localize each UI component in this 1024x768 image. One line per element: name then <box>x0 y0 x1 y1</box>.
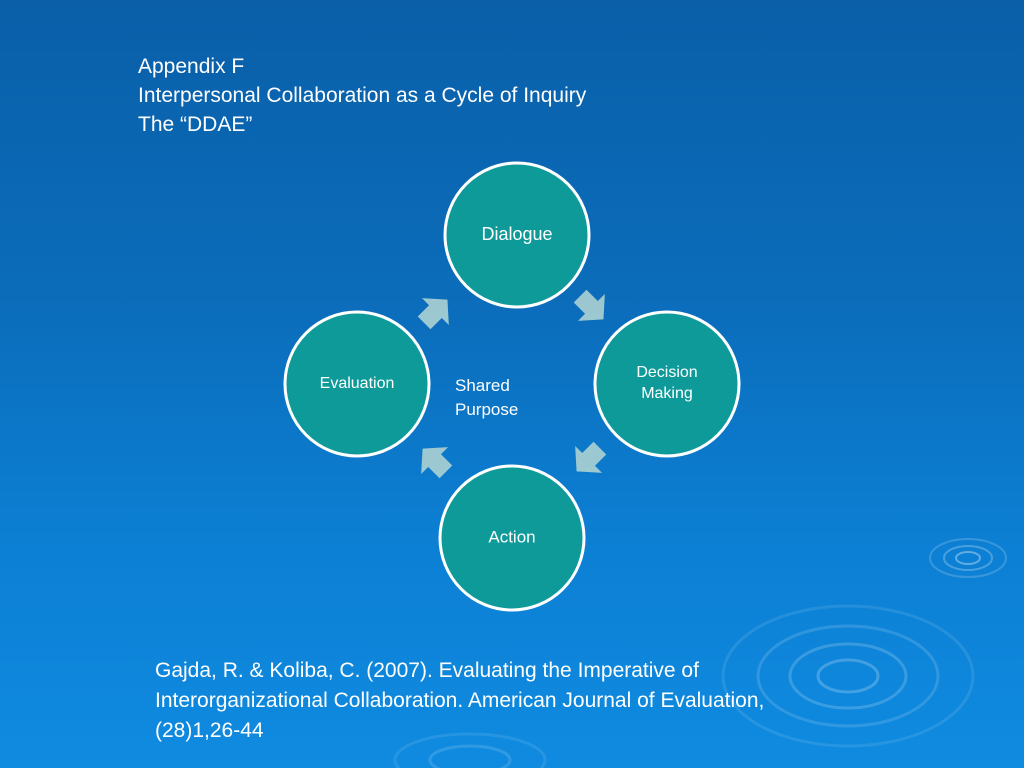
page-subtitle: The “DDAE” <box>138 113 253 136</box>
slide-header: Appendix F Interpersonal Collaboration a… <box>138 52 586 139</box>
node-action-label: Action <box>488 527 535 546</box>
node-dialogue: Dialogue <box>443 161 591 309</box>
node-decision-label-line2: Making <box>641 385 693 402</box>
citation: Gajda, R. & Koliba, C. (2007). Evaluatin… <box>155 656 935 746</box>
node-decision-label-line1: Decision <box>636 364 697 381</box>
citation-line-2: Interorganizational Collaboration. Ameri… <box>155 689 765 712</box>
arrow-decision-to-action <box>575 441 607 473</box>
node-action: Action <box>438 464 586 612</box>
node-decision-making: Decision Making <box>593 310 741 458</box>
arrow-evaluation-to-dialogue <box>417 298 449 330</box>
node-evaluation: Evaluation <box>283 310 431 458</box>
citation-line-3: (28)1,26-44 <box>155 719 264 742</box>
node-dialogue-label: Dialogue <box>481 224 552 244</box>
center-label-line1: Shared <box>455 376 510 395</box>
appendix-label: Appendix F <box>138 55 245 78</box>
node-evaluation-label: Evaluation <box>320 375 395 392</box>
center-label-line2: Purpose <box>455 400 518 419</box>
arrow-action-to-evaluation <box>421 447 453 479</box>
citation-line-1: Gajda, R. & Koliba, C. (2007). Evaluatin… <box>155 659 699 682</box>
arrow-dialogue-to-decision <box>573 289 605 321</box>
page-title: Interpersonal Collaboration as a Cycle o… <box>138 84 587 107</box>
